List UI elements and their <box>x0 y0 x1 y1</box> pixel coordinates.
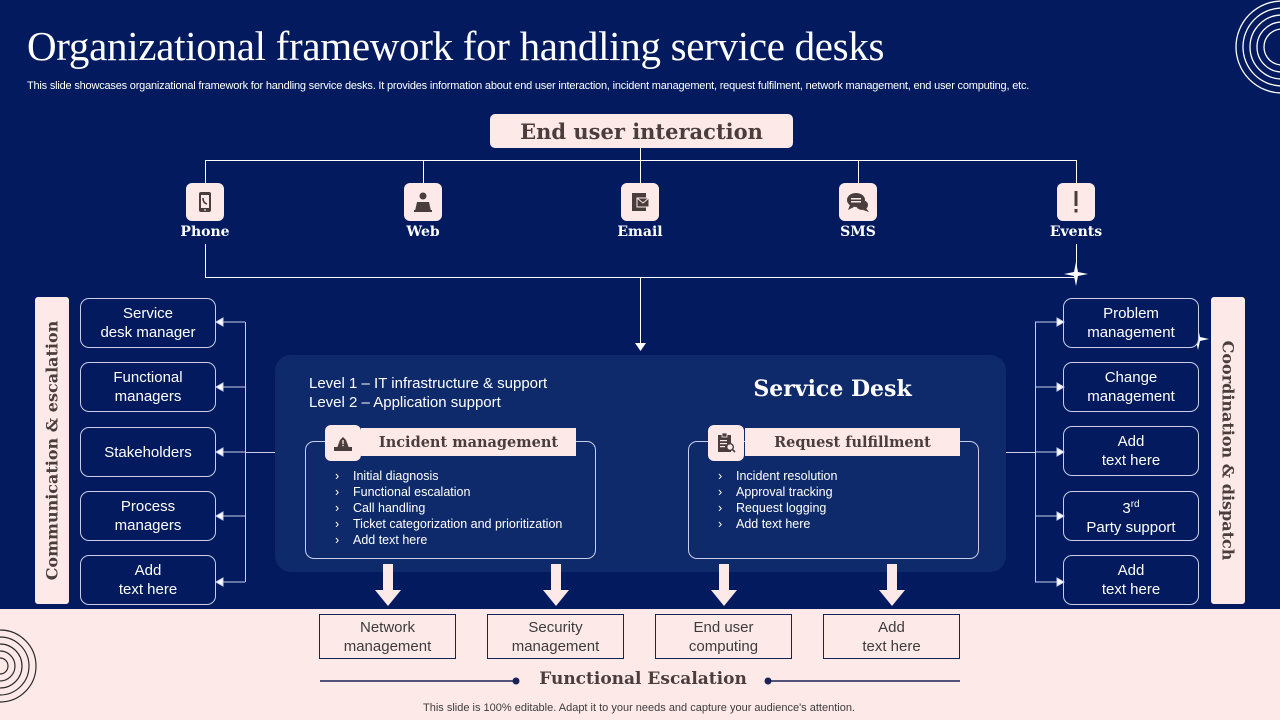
channel-label: Web <box>406 224 440 240</box>
concentric-circles-decoration-bottom <box>0 629 37 703</box>
connector-line <box>640 148 641 160</box>
incident-alert-icon <box>334 437 352 451</box>
exclamation-icon <box>1074 191 1078 213</box>
escalation-box: Add text here <box>823 614 960 659</box>
channel-web: Web <box>373 183 473 240</box>
functional-escalation-divider <box>320 677 960 685</box>
connector-line <box>640 160 641 183</box>
clipboard-search-icon <box>718 432 736 453</box>
concentric-circles-decoration-top <box>1235 0 1280 94</box>
incident-management-title: Incident management <box>361 428 576 456</box>
connector-line <box>245 322 246 582</box>
list-item: Add text here <box>716 516 837 532</box>
list-item: Add text here <box>333 532 562 548</box>
list-item: Initial diagnosis <box>333 468 562 484</box>
channel-label: SMS <box>840 224 876 240</box>
right-item-box: Add text here <box>1063 555 1199 605</box>
side-bar-label: Coordination & dispatch <box>1218 340 1238 561</box>
side-bar-label: Communication & escalation <box>42 320 62 581</box>
level-2: Level 2 – Application support <box>309 394 501 411</box>
arrow-down-icon <box>711 564 737 606</box>
list-item: Incident resolution <box>716 468 837 484</box>
connector-line <box>205 160 206 183</box>
arrow-down-icon <box>375 564 401 606</box>
connector-line <box>858 160 859 183</box>
right-item-box: Change management <box>1063 362 1199 412</box>
list-item: Ticket categorization and prioritization <box>333 516 562 532</box>
list-item: Call handling <box>333 500 562 516</box>
third-party-text: Party support <box>1086 519 1176 536</box>
channel-email: Email <box>590 183 690 240</box>
footer-note: This slide is 100% editable. Adapt it to… <box>423 702 855 714</box>
list-item: Approval tracking <box>716 484 837 500</box>
right-item-box: Add text here <box>1063 426 1199 476</box>
page-subtitle: This slide showcases organizational fram… <box>27 80 1030 92</box>
web-user-icon <box>414 192 432 212</box>
request-fulfillment-title: Request fulfillment <box>745 428 960 456</box>
end-user-interaction-header: End user interaction <box>490 114 793 148</box>
channel-label: Email <box>617 224 663 240</box>
bottom-band <box>0 609 1280 720</box>
left-arrows <box>216 317 245 587</box>
left-item-box: Functional managers <box>80 362 216 412</box>
functional-escalation-label: Functional Escalation <box>539 669 747 689</box>
request-fulfillment-list: Incident resolution Approval tracking Re… <box>716 468 837 532</box>
connector-line <box>205 277 1077 278</box>
phone-icon <box>199 192 211 212</box>
page-title: Organizational framework for handling se… <box>27 23 885 69</box>
list-item: Request logging <box>716 500 837 516</box>
connector-line <box>1076 244 1077 277</box>
escalation-box: Security management <box>487 614 624 659</box>
email-icon <box>632 193 650 211</box>
list-item: Functional escalation <box>333 484 562 500</box>
arrow-down-icon <box>543 564 569 606</box>
channel-label: Events <box>1049 224 1103 240</box>
sparkle-icon <box>1064 262 1088 286</box>
connector-line <box>205 160 1077 161</box>
right-item-box: Problem management <box>1063 298 1199 348</box>
connector-line <box>640 277 641 345</box>
third-party-number: 3 <box>1122 500 1131 517</box>
connector-line <box>246 452 275 453</box>
third-party-suffix: rd <box>1130 499 1140 510</box>
channel-sms: SMS <box>808 183 908 240</box>
coordination-dispatch-bar: Coordination & dispatch <box>1211 297 1245 604</box>
escalation-box: End user computing <box>655 614 792 659</box>
connector-line <box>1076 160 1077 183</box>
left-item-box: Service desk manager <box>80 298 216 348</box>
connector-line <box>1006 452 1035 453</box>
left-item-box: Process managers <box>80 491 216 541</box>
service-desk-title: Service Desk <box>753 376 912 402</box>
arrow-down-icon <box>635 343 646 351</box>
channel-label: Phone <box>180 224 230 240</box>
support-levels: Level 1 – IT infrastructure & support Le… <box>309 374 547 412</box>
communication-escalation-bar: Communication & escalation <box>35 297 69 604</box>
arrow-down-icon <box>879 564 905 606</box>
left-item-box: Add text here <box>80 555 216 605</box>
level-1: Level 1 – IT infrastructure & support <box>309 375 548 392</box>
channel-phone: Phone <box>155 183 255 240</box>
connector-line <box>205 244 206 277</box>
right-arrows <box>1035 317 1065 587</box>
escalation-box: Network management <box>319 614 456 659</box>
left-item-box: Stakeholders <box>80 427 216 477</box>
connector-line <box>423 160 424 183</box>
channel-events: Events <box>1026 183 1126 240</box>
incident-management-list: Initial diagnosis Functional escalation … <box>333 468 562 548</box>
chat-bubbles-icon <box>847 193 869 212</box>
